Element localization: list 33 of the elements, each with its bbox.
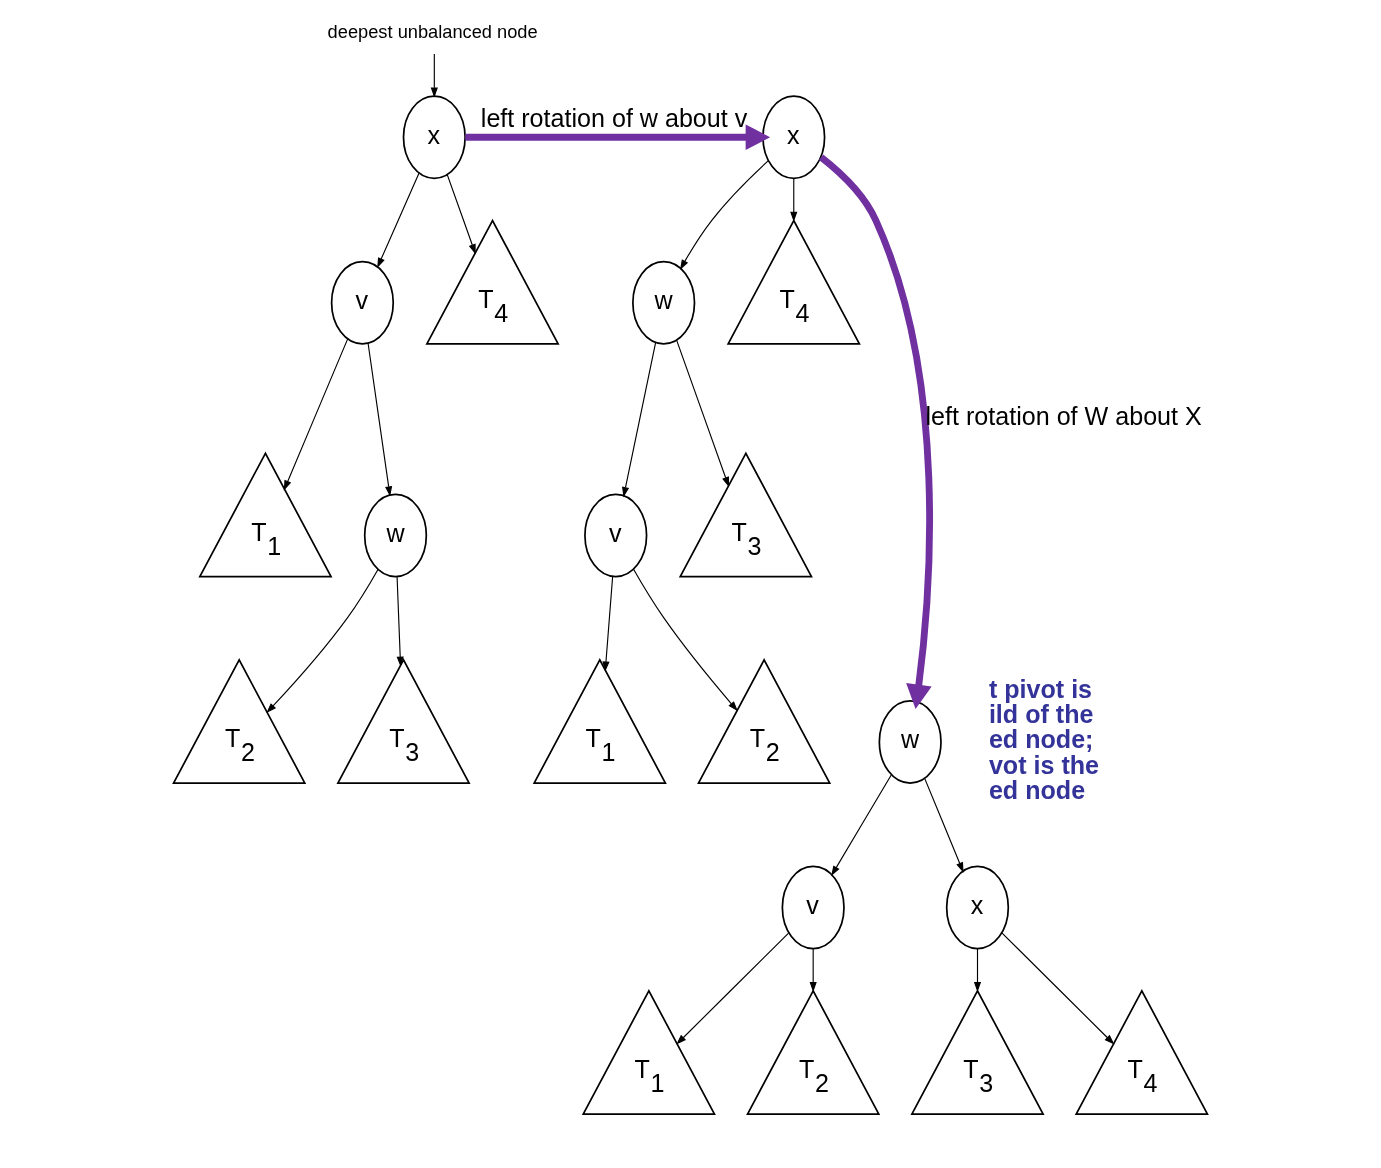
label: t pivot is bbox=[988, 675, 1093, 704]
arrow bbox=[633, 568, 738, 712]
edge-label: left rotation of W about X bbox=[925, 402, 1202, 431]
arrow bbox=[430, 53, 438, 98]
node-ellipse: v bbox=[330, 260, 395, 345]
edge-label: left rotation of w about v bbox=[480, 103, 748, 132]
node-text: deepest unbalanced node bbox=[327, 20, 538, 42]
node-ellipse: v bbox=[584, 493, 648, 578]
arrow bbox=[396, 576, 404, 667]
arrow bbox=[446, 174, 476, 255]
arrow bbox=[924, 778, 964, 873]
arrow bbox=[809, 948, 817, 993]
arrow bbox=[818, 154, 933, 710]
arrow bbox=[602, 575, 614, 672]
node-ellipse: w bbox=[878, 700, 942, 784]
arrow bbox=[1001, 932, 1115, 1045]
node-ellipse: x bbox=[762, 95, 826, 180]
arrow bbox=[831, 774, 892, 877]
label: ed node; bbox=[988, 725, 1094, 754]
node-ellipse: w bbox=[363, 493, 428, 578]
node-ellipse: x bbox=[402, 95, 466, 180]
arrow bbox=[283, 338, 349, 491]
arrow bbox=[676, 339, 730, 488]
arrow bbox=[973, 948, 982, 993]
arrow bbox=[679, 160, 769, 270]
arrow bbox=[676, 932, 790, 1045]
arrow bbox=[367, 342, 393, 497]
arrow bbox=[790, 178, 798, 222]
node-ellipse: x bbox=[945, 865, 1010, 950]
arrow bbox=[622, 341, 657, 498]
arrow bbox=[266, 568, 379, 714]
label: ed node bbox=[988, 775, 1086, 804]
arrow bbox=[377, 172, 420, 268]
